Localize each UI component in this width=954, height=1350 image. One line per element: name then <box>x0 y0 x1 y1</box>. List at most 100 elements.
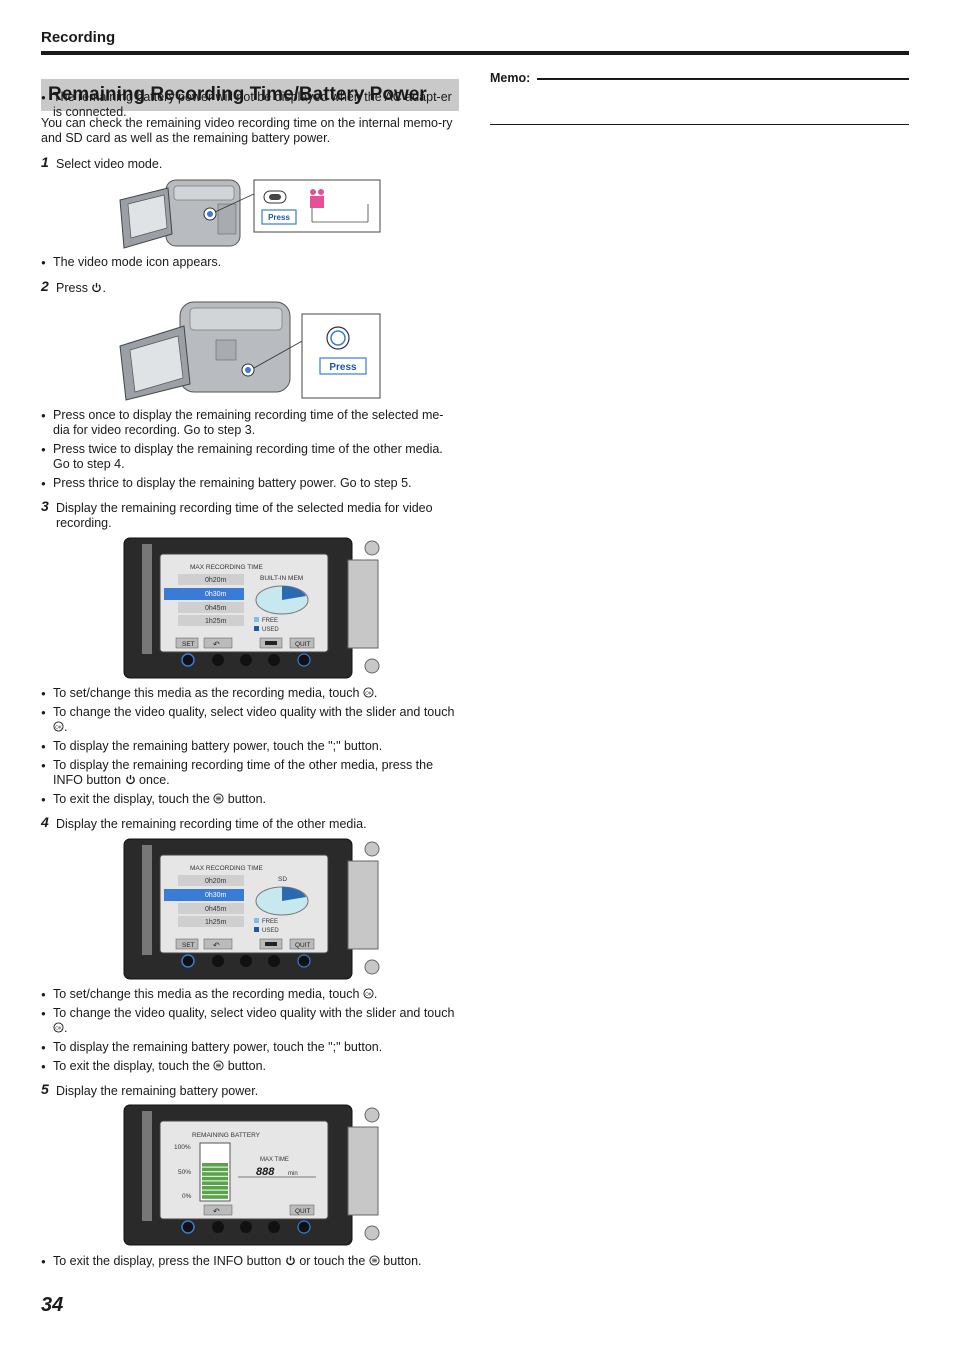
menu-icon <box>369 1255 380 1266</box>
lcd-btn-set[interactable]: SET <box>182 641 195 648</box>
step-text: Display the remaining recording time of … <box>56 501 433 530</box>
battery-bar <box>202 1195 228 1199</box>
step3-bullets: To set/change this media as the recordin… <box>41 686 459 811</box>
battery-bar <box>202 1163 228 1167</box>
lcd-legend-free: FREE <box>262 618 278 624</box>
list-item: To display the remaining recording time … <box>41 758 459 788</box>
lcd-row: 1h25m <box>205 919 227 926</box>
list-item: To change the video quality, select vide… <box>41 705 459 735</box>
memo-label: Memo: <box>490 71 531 85</box>
figure-camera-info: Press <box>118 298 382 406</box>
ok-icon: OK <box>53 721 64 732</box>
lcd-btn-quit[interactable]: QUIT <box>295 641 311 648</box>
lcd-row: 1h25m <box>205 618 227 625</box>
list-item: Press twice to display the remaining rec… <box>41 442 459 472</box>
lcd-row: 0h20m <box>205 878 227 885</box>
figure-camera-mode: Press <box>118 174 382 256</box>
power-icon <box>286 1255 295 1266</box>
step-5: 5 Display the remaining battery power. <box>41 1081 459 1099</box>
menu-icon <box>213 1060 224 1071</box>
list-item: To exit the display, touch the button. <box>41 1059 459 1074</box>
ok-icon: OK <box>363 988 374 999</box>
memo-bottom-rule <box>490 124 909 125</box>
list-item: The remaining battery power will not be … <box>41 90 459 120</box>
step-text: Press <box>56 281 88 295</box>
lcd-row: 0h30m <box>205 892 227 899</box>
max-time-value: 888 <box>256 1166 275 1178</box>
battery-bar <box>202 1190 228 1195</box>
back-icon[interactable]: ↶ <box>212 941 220 950</box>
lcd-btn-quit[interactable]: QUIT <box>295 942 311 949</box>
battery-level: 100% <box>174 1144 191 1151</box>
ok-icon: OK <box>363 687 374 698</box>
list-item: To set/change this media as the recordin… <box>41 686 459 701</box>
menu-icon <box>213 793 224 804</box>
list-item: To exit the display, touch the button. <box>41 792 459 807</box>
battery-level: 50% <box>178 1169 191 1176</box>
step-text: Select video mode. <box>56 157 163 171</box>
press-label: Press <box>329 362 357 373</box>
lcd-row: 0h30m <box>205 591 227 598</box>
step-3: 3 Display the remaining recording time o… <box>41 498 459 531</box>
lcd-legend-used: USED <box>262 928 279 934</box>
battery-bar <box>202 1167 228 1172</box>
lcd-media: SD <box>278 876 287 883</box>
step2-bullets: Press once to display the remaining reco… <box>41 408 459 495</box>
lcd-row: 0h45m <box>205 906 227 913</box>
svg-text:OK: OK <box>365 690 372 695</box>
lcd-media: BUILT-IN MEM <box>260 575 303 582</box>
step-number: 4 <box>41 814 49 830</box>
lcd-title: REMAINING BATTERY <box>192 1132 261 1139</box>
step-1: 1 Select video mode. <box>41 154 459 172</box>
step-number: 3 <box>41 498 49 514</box>
max-time-unit: min <box>288 1171 298 1177</box>
power-icon <box>92 282 102 293</box>
step1-bullets: The video mode icon appears. <box>41 255 459 274</box>
step-text-wrap: Press . <box>56 281 106 295</box>
step-text: Display the remaining battery power. <box>56 1084 259 1098</box>
lcd-title: MAX RECORDING TIME <box>190 564 263 571</box>
svg-text:OK: OK <box>365 991 372 996</box>
lcd-btn-set[interactable]: SET <box>182 942 195 949</box>
lcd-legend-free: FREE <box>262 919 278 925</box>
lcd-row: 0h45m <box>205 605 227 612</box>
list-item: The video mode icon appears. <box>41 255 459 270</box>
back-icon[interactable]: ↶ <box>212 640 220 649</box>
lcd-btn-quit[interactable]: QUIT <box>295 1208 311 1215</box>
lcd-legend-used: USED <box>262 627 279 633</box>
step-number: 2 <box>41 278 49 294</box>
list-item: To exit the display, press the INFO butt… <box>41 1254 459 1269</box>
svg-text:OK: OK <box>55 724 62 729</box>
memo-rule <box>537 78 909 80</box>
list-item: To display the remaining battery power, … <box>41 739 459 754</box>
header-rule <box>41 51 909 55</box>
battery-bar <box>202 1181 228 1185</box>
back-icon[interactable]: ↶ <box>212 1207 220 1216</box>
battery-level: 0% <box>182 1193 192 1200</box>
step-2: 2 Press . <box>41 278 459 296</box>
step5-bullets: To exit the display, press the INFO butt… <box>41 1254 459 1273</box>
power-icon <box>125 774 135 785</box>
lcd-recording-internal: MAX RECORDING TIME 0h20m 0h30m 0h45m 1h2… <box>120 536 382 684</box>
list-item: To set/change this media as the recordin… <box>41 987 459 1002</box>
step4-bullets: To set/change this media as the recordin… <box>41 987 459 1078</box>
max-time-label: MAX TIME <box>260 1157 289 1163</box>
step-text: Display the remaining recording time of … <box>56 817 367 831</box>
page-number: 34 <box>41 1294 64 1316</box>
lcd-recording-sd: MAX RECORDING TIME 0h20m 0h30m 0h45m 1h2… <box>120 837 382 985</box>
list-item: To display the remaining battery power, … <box>41 1040 459 1055</box>
battery-bar <box>202 1172 228 1176</box>
list-item: To change the video quality, select vide… <box>41 1006 459 1036</box>
step-number: 1 <box>41 154 49 170</box>
step-4: 4 Display the remaining recording time o… <box>41 814 459 832</box>
list-item: Press once to display the remaining reco… <box>41 408 459 438</box>
press-label: Press <box>268 213 290 222</box>
lcd-row: 0h20m <box>205 577 227 584</box>
step-number: 5 <box>41 1081 49 1097</box>
lcd-title: MAX RECORDING TIME <box>190 865 263 872</box>
battery-bar <box>202 1186 228 1190</box>
lcd-battery: REMAINING BATTERY 100% 50% 0% MAX TIME 8… <box>120 1103 382 1251</box>
battery-bar <box>202 1176 228 1181</box>
memo-list: The remaining battery power will not be … <box>41 90 459 124</box>
section-header: Recording <box>41 29 116 46</box>
